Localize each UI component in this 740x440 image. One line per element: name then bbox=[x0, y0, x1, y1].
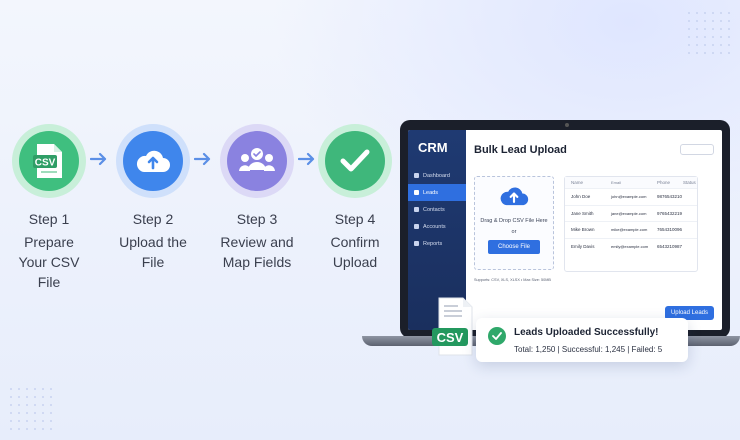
cloud-upload-icon bbox=[123, 131, 183, 191]
supported-formats-note: Supports: CSV, XLS, XLSX • Max Size: 50M… bbox=[474, 278, 551, 282]
crm-app-window: CRM Dashboard Leads Contacts Accounts Re… bbox=[408, 130, 722, 330]
success-title: Leads Uploaded Successfully! bbox=[514, 327, 659, 338]
upload-leads-button[interactable]: Upload Leads bbox=[664, 306, 714, 320]
brand-logo: CRM bbox=[418, 140, 448, 155]
dashboard-icon bbox=[414, 173, 419, 178]
check-icon bbox=[325, 131, 385, 191]
arrow-right-icon bbox=[90, 152, 107, 166]
step-3-ring bbox=[220, 124, 294, 198]
sidebar-item-dashboard[interactable]: Dashboard bbox=[408, 167, 466, 184]
accounts-icon bbox=[414, 224, 419, 229]
step-4-ring bbox=[318, 124, 392, 198]
svg-text:CSV: CSV bbox=[437, 330, 464, 345]
cloud-upload-icon bbox=[500, 187, 529, 206]
webcam-icon bbox=[565, 123, 569, 127]
dropzone-text: Drag & Drop CSV File Here bbox=[480, 218, 548, 224]
step-2-ring bbox=[116, 124, 190, 198]
page-title: Bulk Lead Upload bbox=[474, 144, 567, 156]
sidebar-item-reports[interactable]: Reports bbox=[408, 235, 466, 252]
decorative-dots bbox=[10, 388, 52, 430]
check-circle-icon bbox=[488, 327, 506, 345]
upload-success-toast: Leads Uploaded Successfully! Total: 1,25… bbox=[476, 318, 688, 362]
decorative-dots bbox=[688, 12, 730, 54]
step-title: Step 4 bbox=[334, 211, 376, 227]
dropzone-or: or bbox=[511, 229, 517, 235]
step-title: Step 1 bbox=[28, 211, 70, 227]
main-content: Bulk Lead Upload Drag & Drop CSV File He… bbox=[466, 130, 722, 330]
arrow-right-icon bbox=[194, 152, 211, 166]
sidebar-item-leads[interactable]: Leads bbox=[408, 184, 466, 201]
header-action-button[interactable] bbox=[680, 144, 714, 155]
sidebar-item-accounts[interactable]: Accounts bbox=[408, 218, 466, 235]
step-title: Step 3 bbox=[236, 211, 278, 227]
file-dropzone[interactable]: Drag & Drop CSV File Here or Choose File bbox=[474, 176, 554, 270]
users-mapping-icon bbox=[227, 131, 287, 191]
csv-file-icon: CSV bbox=[19, 131, 79, 191]
success-summary: Total: 1,250 | Successful: 1,245 | Faile… bbox=[514, 345, 663, 354]
reports-icon bbox=[414, 241, 419, 246]
svg-text:CSV: CSV bbox=[35, 158, 56, 169]
sidebar-item-contacts[interactable]: Contacts bbox=[408, 201, 466, 218]
sidebar: CRM Dashboard Leads Contacts Accounts Re… bbox=[408, 130, 466, 330]
step-title: Step 2 bbox=[132, 211, 174, 227]
choose-file-button[interactable]: Choose File bbox=[487, 240, 540, 254]
leads-icon bbox=[414, 190, 419, 195]
csv-file-icon: CSV bbox=[432, 297, 473, 356]
arrow-right-icon bbox=[298, 152, 315, 166]
contacts-icon bbox=[414, 207, 419, 212]
step-1-ring: CSV bbox=[12, 124, 86, 198]
